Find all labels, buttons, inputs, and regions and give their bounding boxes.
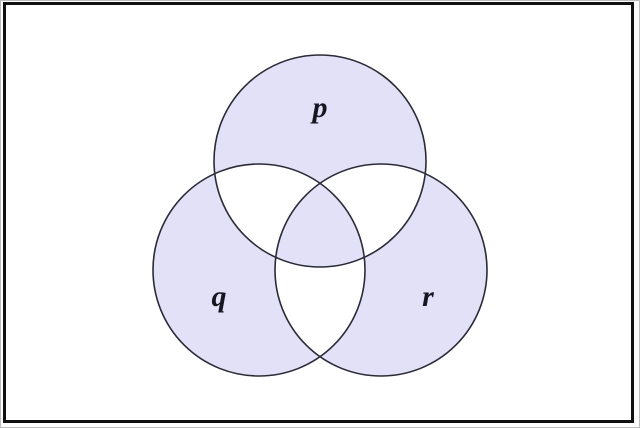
set-label-q: q: [212, 280, 227, 313]
venn-stroke-layer: [152, 54, 488, 377]
venn-label-layer: p q r: [212, 91, 435, 313]
circle-r-outline: [274, 163, 488, 377]
circle-q-outline: [152, 163, 366, 377]
circle-p-outline: [213, 54, 427, 268]
set-label-p: p: [310, 91, 328, 124]
set-label-r: r: [422, 280, 434, 313]
